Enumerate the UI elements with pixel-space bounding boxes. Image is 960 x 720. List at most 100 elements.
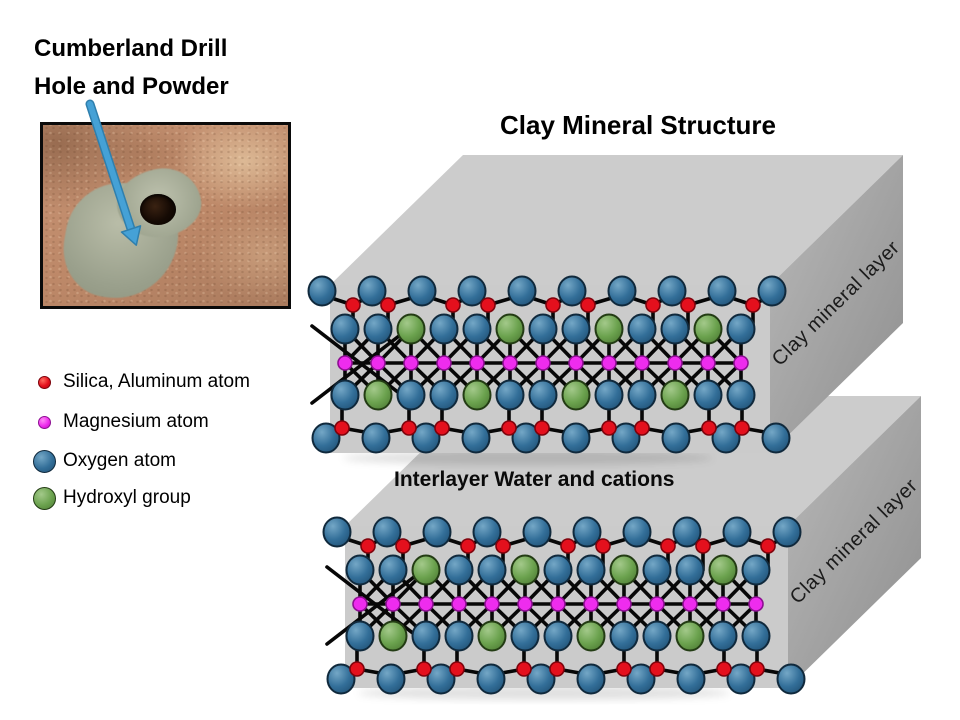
oxygen-atom — [461, 422, 491, 454]
hydroxyl-atom — [675, 620, 705, 652]
oxygen-atom — [330, 379, 360, 411]
clay-mineral-layer-label: Clay mineral layer — [786, 475, 922, 609]
magnesium-atom — [700, 355, 716, 371]
magnesium-atom-icon — [37, 415, 51, 429]
diagram-title: Clay Mineral Structure — [500, 110, 776, 140]
legend-item-hydroxyl: Hydroxyl group — [31, 486, 191, 510]
oxygen-atom — [472, 516, 502, 548]
silica-atom — [749, 661, 765, 677]
oxygen-atom — [411, 422, 441, 454]
oxygen-atom — [607, 275, 637, 307]
magnesium-atom — [601, 355, 617, 371]
magnesium-atom — [517, 596, 533, 612]
oxygen-atom — [576, 663, 606, 695]
magnesium-atom — [649, 596, 665, 612]
hydroxyl-atom — [396, 313, 426, 345]
magnesium-atom — [568, 355, 584, 371]
oxygen-atom — [741, 554, 771, 586]
oxygen-atom — [561, 313, 591, 345]
box-side-face — [770, 155, 903, 453]
hydroxyl-atom-icon — [32, 486, 56, 510]
oxygen-atom — [622, 516, 652, 548]
oxygen-atom — [626, 663, 656, 695]
silica-atom — [634, 420, 650, 436]
silica-atom — [734, 420, 750, 436]
drill-photo — [40, 122, 291, 309]
oxygen-atom — [407, 275, 437, 307]
silica-atom — [460, 538, 476, 554]
legend-item-silica-aluminum: Silica, Aluminum atom — [31, 370, 250, 394]
magnesium-atom — [502, 355, 518, 371]
oxygen-atom — [411, 620, 441, 652]
oxygen-atom — [741, 620, 771, 652]
hydroxyl-atom — [510, 554, 540, 586]
oxygen-atom — [444, 554, 474, 586]
oxygen-atom — [477, 554, 507, 586]
oxygen-atom — [757, 275, 787, 307]
oxygen-atom — [396, 379, 426, 411]
lattice-bonds — [310, 293, 778, 436]
oxygen-atom-icon — [32, 449, 56, 473]
box-front-face — [345, 526, 788, 688]
silica-atom — [716, 661, 732, 677]
oxygen-atom — [429, 379, 459, 411]
silica-atom — [760, 538, 776, 554]
silica-atom — [680, 297, 696, 313]
oxygen-atom — [576, 554, 606, 586]
silica-atom — [495, 538, 511, 554]
oxygen-atom — [307, 275, 337, 307]
oxygen-atom — [672, 516, 702, 548]
drill-hole — [140, 194, 176, 225]
silica-atom — [649, 661, 665, 677]
legend-label-silica-aluminum: Silica, Aluminum atom — [63, 371, 250, 392]
drill-callout-title-line1: Cumberland Drill — [34, 35, 228, 62]
oxygen-atom — [476, 663, 506, 695]
magnesium-atom — [385, 596, 401, 612]
oxygen-atom — [378, 554, 408, 586]
box-side-face — [788, 396, 921, 688]
oxygen-atom — [726, 663, 756, 695]
hydroxyl-atom — [561, 379, 591, 411]
oxygen-atom — [722, 516, 752, 548]
oxygen-atom — [661, 422, 691, 454]
magnesium-atom — [451, 596, 467, 612]
silica-atom — [334, 420, 350, 436]
magnesium-atom — [403, 355, 419, 371]
oxygen-atom — [657, 275, 687, 307]
silica-atom — [701, 420, 717, 436]
lattice-atoms — [307, 275, 791, 454]
silica-atom — [434, 420, 450, 436]
magnesium-atom — [733, 355, 749, 371]
silica-atom — [695, 538, 711, 554]
hydroxyl-atom — [609, 554, 639, 586]
box-top-face — [345, 396, 921, 526]
silica-atom — [395, 538, 411, 554]
oxygen-atom — [707, 275, 737, 307]
magnesium-atom — [682, 596, 698, 612]
legend-item-oxygen: Oxygen atom — [31, 449, 176, 473]
oxygen-atom — [557, 275, 587, 307]
silica-atom — [745, 297, 761, 313]
oxygen-atom — [510, 620, 540, 652]
oxygen-atom — [772, 516, 802, 548]
oxygen-atom — [363, 313, 393, 345]
hydroxyl-atom — [363, 379, 393, 411]
hydroxyl-atom — [576, 620, 606, 652]
oxygen-atom — [726, 313, 756, 345]
silica-atom — [545, 297, 561, 313]
oxygen-atom — [693, 379, 723, 411]
clay-mineral-layer-label: Clay mineral layer — [768, 237, 904, 371]
silica-atom — [449, 661, 465, 677]
oxygen-atom — [675, 554, 705, 586]
oxygen-atom — [426, 663, 456, 695]
oxygen-atom — [708, 620, 738, 652]
silica-atom — [349, 661, 365, 677]
oxygen-atom — [495, 379, 525, 411]
silica-atom — [601, 420, 617, 436]
hydroxyl-atom — [411, 554, 441, 586]
oxygen-atom — [642, 620, 672, 652]
clay-mineral-layer-box-lower: Clay mineral layer — [322, 396, 922, 700]
silica-atom — [560, 538, 576, 554]
